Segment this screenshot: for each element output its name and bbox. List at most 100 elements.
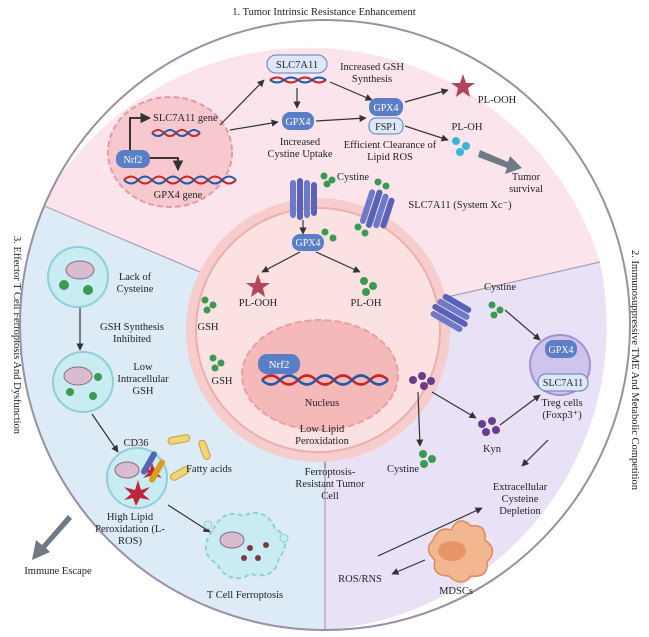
nucleus bbox=[241, 319, 399, 431]
section-title-top: 1. Tumor Intrinsic Resistance Enhancemen… bbox=[232, 7, 416, 18]
cystine-dots-mid bbox=[321, 178, 390, 242]
arrow-lowgsh-to-high bbox=[91, 413, 119, 453]
arrow-gpx4-to-fsp1 bbox=[315, 114, 367, 122]
gpx4-gene-label: GPX4 gene bbox=[154, 190, 203, 201]
arrow-gene-to-gpx4 bbox=[229, 119, 279, 131]
t-cell-high-lipid bbox=[106, 447, 168, 509]
section-title-right: 2. Immunosuppressive TME And Metabolic C… bbox=[629, 250, 640, 491]
treg-slc7a11-label: SLC7A11 bbox=[543, 378, 583, 389]
arrow-treg-to-depletion bbox=[521, 439, 549, 467]
low-gsh-label: Low bbox=[133, 362, 153, 373]
center-gpx4-label: GPX4 bbox=[295, 238, 320, 249]
center-gpx4-protein bbox=[292, 234, 324, 251]
mdscs-label: MDSCs bbox=[439, 586, 473, 597]
tumor-survival-arrow bbox=[478, 150, 522, 174]
low-gsh-label-2: Intracellular bbox=[117, 374, 169, 385]
increased-cystine-label: Increased bbox=[280, 137, 321, 148]
nrf2-gene-cell: Nrf2 SLC7A11 gene GPX4 gene bbox=[107, 96, 237, 208]
right-cystine-top-label: Cystine bbox=[484, 282, 516, 293]
right-cystine-bottom-dots bbox=[419, 450, 436, 468]
t-cell-low-gsh bbox=[52, 351, 114, 413]
high-lipid-label-2: Peroxidation (L- bbox=[95, 524, 165, 535]
pl-oh-top-dots bbox=[452, 137, 470, 156]
kyn-purple-dots-top bbox=[409, 372, 435, 390]
cell-label-3: Cell bbox=[321, 491, 339, 502]
slc7a11-top: SLC7A11 bbox=[266, 54, 328, 84]
increased-gsh-label-2: Synthesis bbox=[352, 74, 392, 85]
arrow-ros-to-depletion bbox=[377, 507, 483, 557]
high-lipid-label-3: ROS) bbox=[118, 536, 142, 547]
arrow-to-plooh bbox=[404, 88, 449, 103]
nrf2-label: Nrf2 bbox=[124, 155, 143, 166]
low-lipid-label: Low Lipid bbox=[300, 424, 345, 435]
arrow-gene-to-slc7a11 bbox=[219, 79, 265, 126]
increased-gsh-label: Increased GSH bbox=[340, 62, 404, 73]
extracellular-label-3: Depletion bbox=[499, 506, 541, 517]
low-gsh-label-3: GSH bbox=[132, 386, 153, 397]
arrow-slc7a11-to-gpx4fsp1 bbox=[329, 81, 373, 101]
extracellular-label: Extracellular bbox=[493, 482, 548, 493]
section-title-left: 3. Effector T Cell Ferroptosis And Dysfu… bbox=[11, 236, 22, 435]
right-cystine-bottom-label: Cystine bbox=[387, 464, 419, 475]
gpx4-fsp1-gpx4-label: GPX4 bbox=[373, 103, 398, 114]
immune-escape-label: Immune Escape bbox=[24, 566, 92, 577]
efficient-clearance-label: Efficient Clearance of bbox=[344, 140, 437, 151]
increased-cystine-label-2: Cystine Uptake bbox=[267, 149, 332, 160]
nucleus-dna-blue bbox=[261, 374, 389, 386]
lack-cysteine-label: Lack of bbox=[119, 272, 152, 283]
tumor-survival-label: Tumor bbox=[512, 172, 541, 183]
arrow-gpx4-to-plooh bbox=[261, 251, 301, 273]
right-cystine-top-dots bbox=[488, 301, 504, 319]
slc7a11-top-label: SLC7A11 bbox=[276, 60, 318, 71]
high-lipid-label: High Lipid bbox=[107, 512, 154, 523]
treg-cell bbox=[529, 334, 591, 396]
outer-ring bbox=[19, 19, 631, 631]
kyn-label: Kyn bbox=[483, 444, 502, 455]
gsh-dots-b bbox=[209, 354, 225, 372]
cell-label-2: Resistant Tumor bbox=[295, 479, 365, 490]
gpx4-fsp1-fsp1 bbox=[368, 117, 404, 135]
gsh-inhibited-label-2: Inhibited bbox=[113, 334, 152, 345]
low-lipid-label-2: Peroxidation bbox=[295, 436, 349, 447]
cell-label: Ferroptosis- bbox=[305, 467, 356, 478]
immune-escape-arrow bbox=[32, 515, 72, 560]
arrow-mdscs-to-ros bbox=[391, 559, 426, 575]
slc7a11-gene-label: SLC7A11 gene bbox=[153, 113, 218, 124]
pl-oh-top-label: PL-OH bbox=[452, 122, 483, 133]
tumor-survival-label-2: survival bbox=[509, 184, 543, 195]
arrow-purple-to-cystine bbox=[416, 391, 424, 447]
transporter-slc7a11 bbox=[359, 189, 395, 229]
nrf2-protein bbox=[116, 150, 150, 168]
extracellular-label-2: Cysteine bbox=[502, 494, 539, 505]
center-pl-oh-dots bbox=[360, 277, 377, 296]
gsh-dots-a bbox=[201, 296, 217, 314]
arrow-cystine-to-treg bbox=[504, 309, 541, 341]
arrow-kyn-to-treg bbox=[499, 394, 541, 426]
center-pl-ooh-label: PL-OOH bbox=[239, 298, 278, 309]
treg-label: Treg cells bbox=[541, 398, 582, 409]
gsh-label-a: GSH bbox=[197, 322, 218, 333]
treg-gpx4-label: GPX4 bbox=[548, 345, 573, 356]
cd36-label: CD36 bbox=[123, 438, 148, 449]
fatty-acid-capsules bbox=[167, 434, 211, 481]
gpx4-top-label: GPX4 bbox=[285, 117, 310, 128]
mdsc-cell bbox=[427, 520, 494, 583]
transporter-cystine bbox=[290, 178, 317, 220]
nucleus-label: Nucleus bbox=[305, 398, 339, 409]
nucleus-dna-red bbox=[261, 374, 389, 386]
arrow-gpx4-to-ploh bbox=[315, 251, 361, 273]
center-pl-ooh-star bbox=[246, 274, 270, 297]
arrow-to-ferroptosis bbox=[167, 504, 211, 533]
lack-cysteine-label-2: Cysteine bbox=[117, 284, 154, 295]
pl-ooh-top-label: PL-OOH bbox=[478, 95, 517, 106]
t-cell-lack bbox=[47, 246, 109, 308]
fatty-acids-label: Fatty acids bbox=[186, 464, 232, 475]
gpx4-top-protein bbox=[282, 112, 314, 130]
t-cell-ferroptosis bbox=[203, 512, 289, 580]
arrow-to-ploh bbox=[404, 125, 449, 142]
gsh-inhibited-label: GSH Synthesis bbox=[100, 322, 164, 333]
center-nrf2-protein bbox=[258, 354, 300, 374]
t-cell-ferroptosis-label: T Cell Ferroptosis bbox=[207, 590, 283, 601]
gpx4-fsp1-fsp1-label: FSP1 bbox=[375, 122, 397, 133]
right-transporter bbox=[430, 293, 472, 333]
